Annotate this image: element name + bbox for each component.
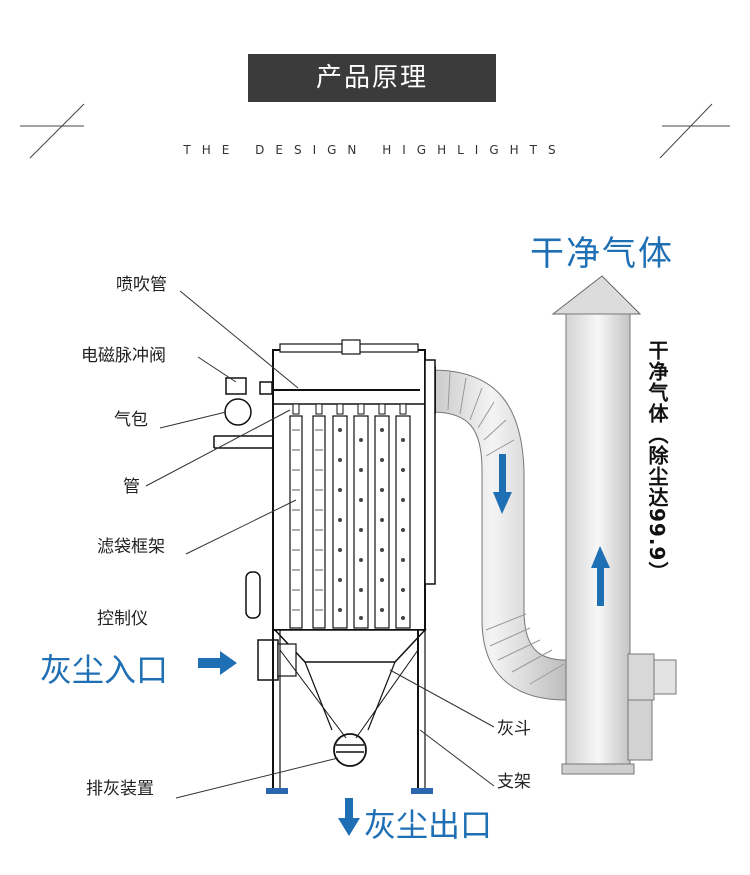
flow-arrows <box>198 454 610 836</box>
chimney-up-arrow-icon <box>591 546 610 606</box>
label-pipe: 管 <box>123 477 140 497</box>
label-clean-gas: 干净气体 <box>530 234 674 274</box>
header-decoration-lines <box>20 103 730 159</box>
label-air-bag: 气包 <box>114 410 148 430</box>
filter-bags <box>289 415 411 629</box>
label-dust-inlet: 灰尘入口 <box>40 651 169 689</box>
label-support: 支架 <box>497 772 531 792</box>
label-dust-outlet: 灰尘出口 <box>364 806 493 844</box>
label-controller: 控制仪 <box>97 609 148 629</box>
label-clean-gas-rate: 干净气体（除尘达99.9） <box>645 340 669 583</box>
label-ash-discharge: 排灰装置 <box>86 779 154 799</box>
leader-lines <box>145 290 495 799</box>
section-subtitle: THE DESIGN HIGHLIGHTS <box>183 143 567 157</box>
label-pulse-valve: 电磁脉冲阀 <box>81 346 166 366</box>
label-hopper: 灰斗 <box>497 719 531 739</box>
section-title: 产品原理 <box>248 54 496 102</box>
duct <box>424 366 567 701</box>
collector-body <box>213 339 436 794</box>
dust-outlet-arrow-icon <box>338 798 360 836</box>
chimney <box>551 275 677 775</box>
duct-down-arrow-icon <box>493 454 512 514</box>
label-filter-frame: 滤袋框架 <box>97 537 165 557</box>
label-blow-pipe: 喷吹管 <box>116 275 167 295</box>
dust-inlet-arrow-icon <box>198 651 237 675</box>
